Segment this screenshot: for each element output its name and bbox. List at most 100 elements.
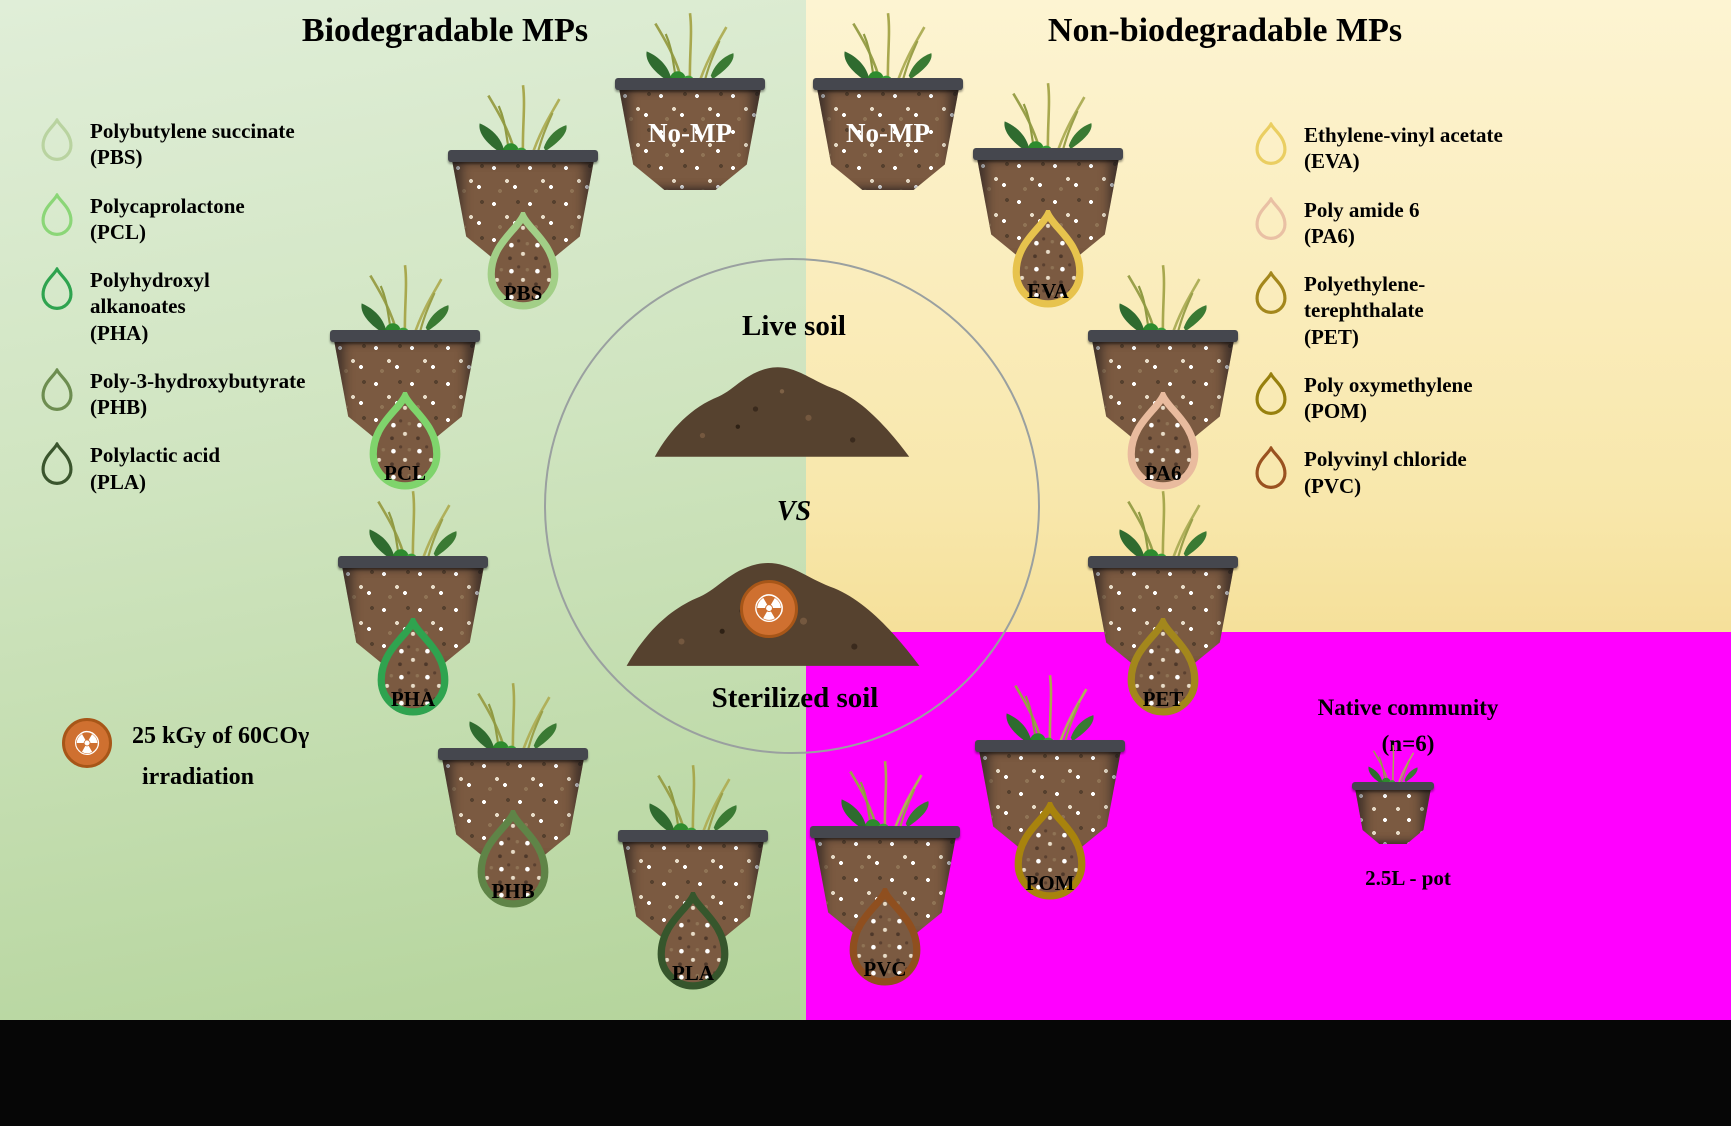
- pot-label-pbs: PBS: [503, 281, 543, 305]
- soil-pot: [810, 826, 960, 938]
- pot-phb: PHB: [438, 748, 588, 860]
- sterilized-soil-label: Sterilized soil: [711, 682, 879, 714]
- pot-pa6: PA6: [1088, 330, 1238, 442]
- legend-name-pla: Polylactic acid: [90, 443, 221, 468]
- soil-pot: No-MP: [615, 78, 765, 190]
- title-nonbiodegradable: Non-biodegradable MPs: [1047, 12, 1403, 49]
- legend-abbr-pet: (PET): [1304, 324, 1359, 349]
- irradiation-line2: irradiation: [142, 763, 254, 790]
- pot-label-pa6: PA6: [1144, 461, 1182, 485]
- legend-name-phb: Poly-3-hydroxybutyrate: [90, 368, 306, 393]
- legend-abbr-pha: (PHA): [90, 320, 149, 345]
- legend-abbr-pbs: (PBS): [90, 145, 143, 170]
- legend-abbr-pcl: (PCL): [90, 219, 146, 244]
- pot-label-pla: PLA: [672, 961, 714, 985]
- legend-item-pha: Polyhydroxyl alkanoates(PHA): [38, 267, 358, 346]
- pha-ring: PHA: [369, 618, 457, 722]
- legend-name-eva: Ethylene-vinyl acetate: [1304, 123, 1503, 147]
- soil-pot: No-MP: [813, 78, 963, 190]
- native-pot-size-label: 2.5L - pot: [1365, 866, 1451, 890]
- pa6-ring-icon: [1252, 197, 1290, 243]
- legend-abbr-pom: (POM): [1304, 399, 1367, 423]
- pvc-ring: PVC: [841, 888, 929, 992]
- legend-abbr-phb: (PHB): [90, 395, 148, 419]
- native-community-caption: Native community (n=6): [1288, 690, 1528, 761]
- radiation-legend-icon: ☢: [62, 718, 112, 768]
- plants-icon: [810, 756, 960, 834]
- legend-item-eva: Ethylene-vinyl acetate(EVA): [1252, 122, 1572, 175]
- irradiation-caption: 25 kGy of 60COγ irradiation: [132, 716, 462, 798]
- native-community-line1: Native community: [1317, 695, 1499, 720]
- magenta-panel-background: [806, 632, 1731, 1020]
- plants-icon: [1352, 742, 1434, 786]
- pot-eva: EVA: [973, 148, 1123, 260]
- pot-pet: PET: [1088, 556, 1238, 668]
- pot-pvc: PVC: [810, 826, 960, 938]
- pot-pha: PHA: [338, 556, 488, 668]
- pot-native-community: [1352, 782, 1434, 844]
- plants-icon: [975, 670, 1125, 748]
- phb-ring: PHB: [469, 810, 557, 914]
- soil-pot: [1352, 782, 1434, 844]
- radiation-icon: ☢: [740, 580, 798, 638]
- legend-item-pcl: Polycaprolactone(PCL): [38, 193, 358, 246]
- pa6-ring: PA6: [1119, 392, 1207, 496]
- pcl-ring: PCL: [361, 392, 449, 496]
- pla-ring: PLA: [649, 892, 737, 996]
- legend-item-pet: Polyethylene- terephthalate(PET): [1252, 271, 1572, 350]
- pot-label-pvc: PVC: [863, 957, 907, 981]
- pet-ring: PET: [1119, 618, 1207, 722]
- pot-no-mp-right: No-MP: [813, 78, 963, 190]
- plants-icon: [615, 8, 765, 86]
- title-biodegradable: Biodegradable MPs: [301, 12, 589, 49]
- legend-biodegradable: Polybutylene succinate(PBS) Polycaprolac…: [38, 118, 358, 517]
- pot-pom: POM: [975, 740, 1125, 852]
- pom-ring: POM: [1006, 802, 1094, 906]
- plants-icon: [973, 78, 1123, 156]
- plants-icon: [338, 486, 488, 564]
- pla-ring-icon: [38, 442, 76, 488]
- live-soil-label: Live soil: [742, 310, 846, 342]
- soil-comparison-circle: [544, 258, 1040, 754]
- soil-pot: [975, 740, 1125, 852]
- pot-label-no-mp: No-MP: [648, 118, 732, 148]
- plants-icon: [438, 678, 588, 756]
- legend-name-pa6: Poly amide 6: [1304, 197, 1420, 222]
- legend-name-pbs: Polybutylene succinate: [90, 119, 295, 143]
- eva-ring-icon: [1252, 122, 1290, 168]
- legend-item-pa6: Poly amide 6(PA6): [1252, 197, 1572, 250]
- legend-name-pom: Poly oxymethylene: [1304, 372, 1473, 397]
- pet-ring-icon: [1252, 271, 1290, 317]
- legend-item-pla: Polylactic acid(PLA): [38, 442, 358, 495]
- pot-label-pet: PET: [1142, 687, 1184, 711]
- irradiation-line1: 25 kGy of 60COγ: [132, 723, 310, 749]
- pot-label-no-mp: No-MP: [846, 118, 930, 148]
- plants-icon: [1088, 486, 1238, 564]
- pot-pcl: PCL: [330, 330, 480, 442]
- plants-icon: [330, 260, 480, 338]
- legend-abbr-eva: (EVA): [1304, 149, 1360, 174]
- pbs-ring-icon: [38, 118, 76, 164]
- plants-icon: [813, 8, 963, 86]
- pom-ring-icon: [1252, 372, 1290, 418]
- pot-label-pcl: PCL: [384, 461, 426, 485]
- plants-icon: [618, 760, 768, 838]
- soil-pot: [1088, 556, 1238, 668]
- pot-label-pom: POM: [1025, 871, 1075, 895]
- vs-label: VS: [776, 496, 812, 527]
- pot-no-mp-left: No-MP: [615, 78, 765, 190]
- plants-icon: [448, 80, 598, 158]
- legend-nonbiodegradable: Ethylene-vinyl acetate(EVA) Poly amide 6…: [1252, 122, 1572, 521]
- pbs-ring: PBS: [479, 212, 567, 316]
- bottom-band: [0, 1020, 1731, 1126]
- pot-label-phb: PHB: [491, 879, 535, 903]
- live-soil-mound: [632, 356, 932, 462]
- legend-name-pha: Polyhydroxyl alkanoates: [90, 268, 210, 319]
- legend-name-pet: Polyethylene- terephthalate: [1304, 272, 1426, 323]
- pha-ring-icon: [38, 267, 76, 313]
- eva-ring: EVA: [1004, 210, 1092, 314]
- legend-name-pvc: Polyvinyl chloride: [1304, 447, 1467, 472]
- legend-item-pbs: Polybutylene succinate(PBS): [38, 118, 358, 171]
- legend-item-pom: Poly oxymethylene(POM): [1252, 372, 1572, 425]
